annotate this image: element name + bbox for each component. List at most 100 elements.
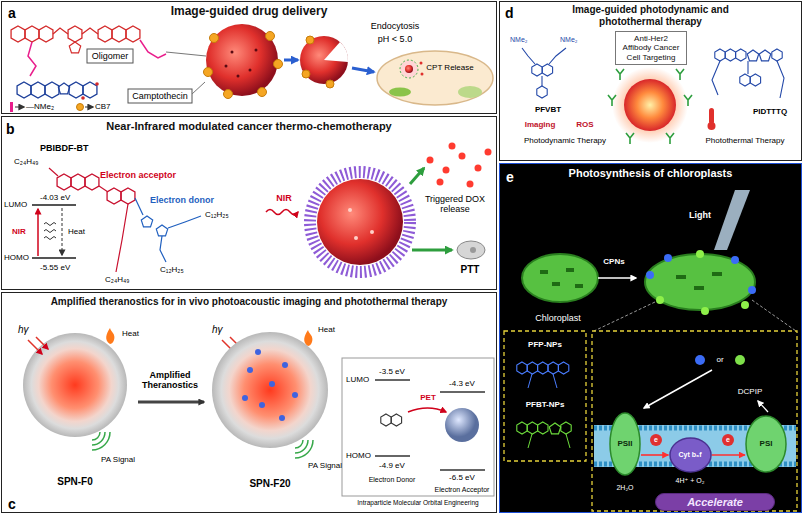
thermometer-icon xyxy=(708,108,716,130)
pfbt-structure xyxy=(528,434,570,448)
nanoparticle xyxy=(237,75,240,78)
nanoparticle xyxy=(310,172,410,272)
heat-flame xyxy=(304,330,312,346)
pfbt-structure xyxy=(527,422,537,434)
figure-label: SPN-F0 xyxy=(57,476,93,488)
figure-label: HOMO xyxy=(346,451,371,460)
figure-label: PET xyxy=(420,393,436,402)
camptothecin-structure xyxy=(81,96,85,100)
pfvbt-structure xyxy=(522,48,566,86)
chloroplast xyxy=(731,256,739,264)
figure-label: hγ xyxy=(18,324,29,336)
chloroplast xyxy=(575,284,583,288)
spn-particle xyxy=(292,392,298,398)
nanoparticle xyxy=(258,88,267,97)
figure-label: NMe₂ xyxy=(510,36,528,44)
energy-diagram xyxy=(37,209,39,256)
panel-title: Amplified theranostics for in vivo photo… xyxy=(2,293,496,308)
pfp-structure xyxy=(553,374,557,388)
process-arrow xyxy=(284,59,298,62)
figure-label: Imaging xyxy=(525,120,556,129)
pidtttq-structure xyxy=(772,49,782,61)
zoom-line xyxy=(594,302,655,331)
dashed-frame xyxy=(592,331,797,511)
chloroplast xyxy=(540,268,583,288)
orbital-inset xyxy=(440,391,485,393)
dox-molecules xyxy=(437,179,444,186)
legend-sample xyxy=(10,102,13,112)
pidtttq-structure xyxy=(777,61,784,98)
spn-particle xyxy=(269,381,275,387)
dox-molecules xyxy=(459,153,466,160)
nanoparticle xyxy=(370,230,374,234)
panel-frame: Amplified theranostics for in vivo photo… xyxy=(1,292,497,513)
spn-particle xyxy=(212,332,328,448)
figure-label: c xyxy=(8,496,16,512)
orbital-inset xyxy=(381,414,391,426)
accelerate-band: Accelerate xyxy=(655,493,775,511)
ellipse-shape xyxy=(746,416,786,472)
figure-label: e xyxy=(506,169,514,185)
chloroplast xyxy=(676,272,722,290)
panel-title: Image-guided photodynamic and phototherm… xyxy=(500,2,801,27)
figure-label: C₁₂H₂₅ xyxy=(205,210,229,219)
affibody-nanoparticle xyxy=(608,67,692,144)
node-label: PSI xyxy=(760,439,773,448)
dox-molecules xyxy=(475,165,482,172)
figure-label: ROS xyxy=(576,120,593,129)
chloroplast xyxy=(646,254,756,294)
cancer-cell xyxy=(377,51,493,105)
donor-structure xyxy=(156,225,167,236)
heat-flame xyxy=(106,328,114,344)
figure-label: C₂₄H₄₉ xyxy=(14,157,38,166)
pidtttq-structure xyxy=(712,61,720,95)
acceptor-structure xyxy=(99,186,108,192)
figure-label: 2H₂O xyxy=(616,484,633,492)
pfbt-structure xyxy=(517,422,571,448)
nanoparticle xyxy=(225,65,228,68)
acceptor-structure xyxy=(49,168,58,176)
cancer-cell xyxy=(400,60,418,78)
figure-label: -4.3 eV xyxy=(449,379,475,388)
pidtttq-structure xyxy=(759,50,770,61)
camptothecin-structure xyxy=(17,82,31,98)
pfbt-structure xyxy=(549,423,560,434)
nanoparticle xyxy=(266,32,275,41)
dashed-frame xyxy=(504,331,797,511)
process-arrow xyxy=(352,68,374,72)
chloroplast xyxy=(712,272,722,276)
pfvbt-structure xyxy=(522,48,566,98)
acceptor-structure xyxy=(49,168,135,272)
oligomer-structure xyxy=(98,26,112,42)
nanoparticle xyxy=(231,51,234,54)
amine-chain xyxy=(140,40,166,58)
figure-label: Intraparticle Molecular Orbital Engineer… xyxy=(357,499,478,506)
release-arrow xyxy=(410,168,424,184)
panel-title: Image-guided drug delivery xyxy=(2,2,496,19)
panel-title: Photosynthesis of chloroplasts xyxy=(500,164,801,180)
light-beam xyxy=(714,190,750,250)
figure-label: b xyxy=(6,121,15,137)
spn-particle xyxy=(212,332,328,448)
amine-chain xyxy=(28,42,36,76)
pa-waves xyxy=(295,440,313,458)
figure-label: Heat xyxy=(68,227,85,236)
figure-label: LUMO xyxy=(4,200,27,209)
pa-waves xyxy=(92,432,110,450)
acceptor-structure xyxy=(121,188,135,204)
figure-label: Electron acceptor xyxy=(100,170,176,180)
donor-structure xyxy=(168,216,201,228)
figure-label: HOMO xyxy=(4,253,29,262)
panel-title: Near-Infrared modulated cancer thermo-ch… xyxy=(2,117,496,133)
camptothecin-structure xyxy=(83,82,97,98)
chloroplast xyxy=(656,296,664,304)
figure-label: NIR xyxy=(276,193,292,203)
energy-diagram xyxy=(62,208,63,255)
figure-label: hγ xyxy=(212,324,223,336)
figure-label: -4.9 eV xyxy=(379,461,405,470)
thermometer-icon xyxy=(709,108,714,124)
energy-diagram xyxy=(32,204,76,206)
targeting-box: Anti-Her2 Affibody Cancer Cell Targeting xyxy=(615,31,687,65)
figure-label: SPN-F20 xyxy=(249,478,290,490)
process-arrow xyxy=(138,401,204,404)
